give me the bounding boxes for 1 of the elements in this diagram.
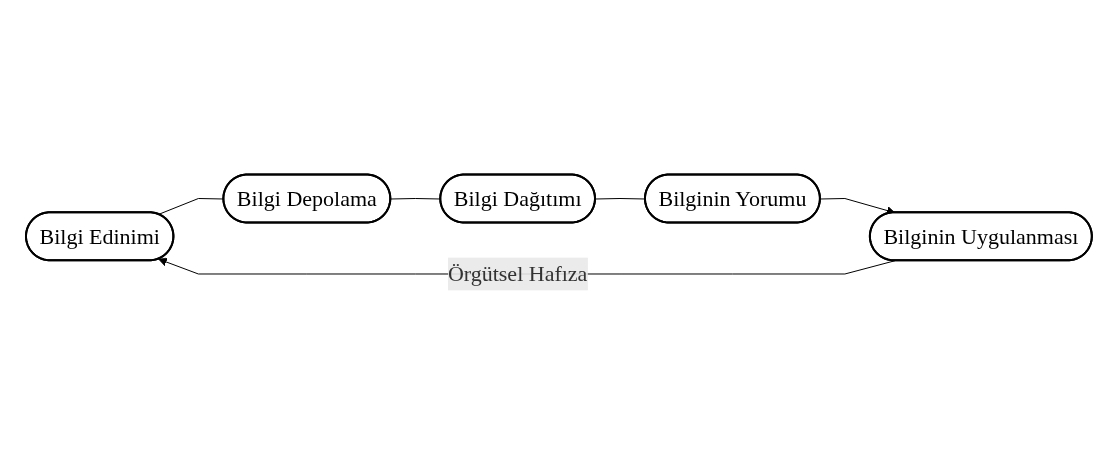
edge-label: Örgütsel Hafıza — [447, 261, 588, 287]
